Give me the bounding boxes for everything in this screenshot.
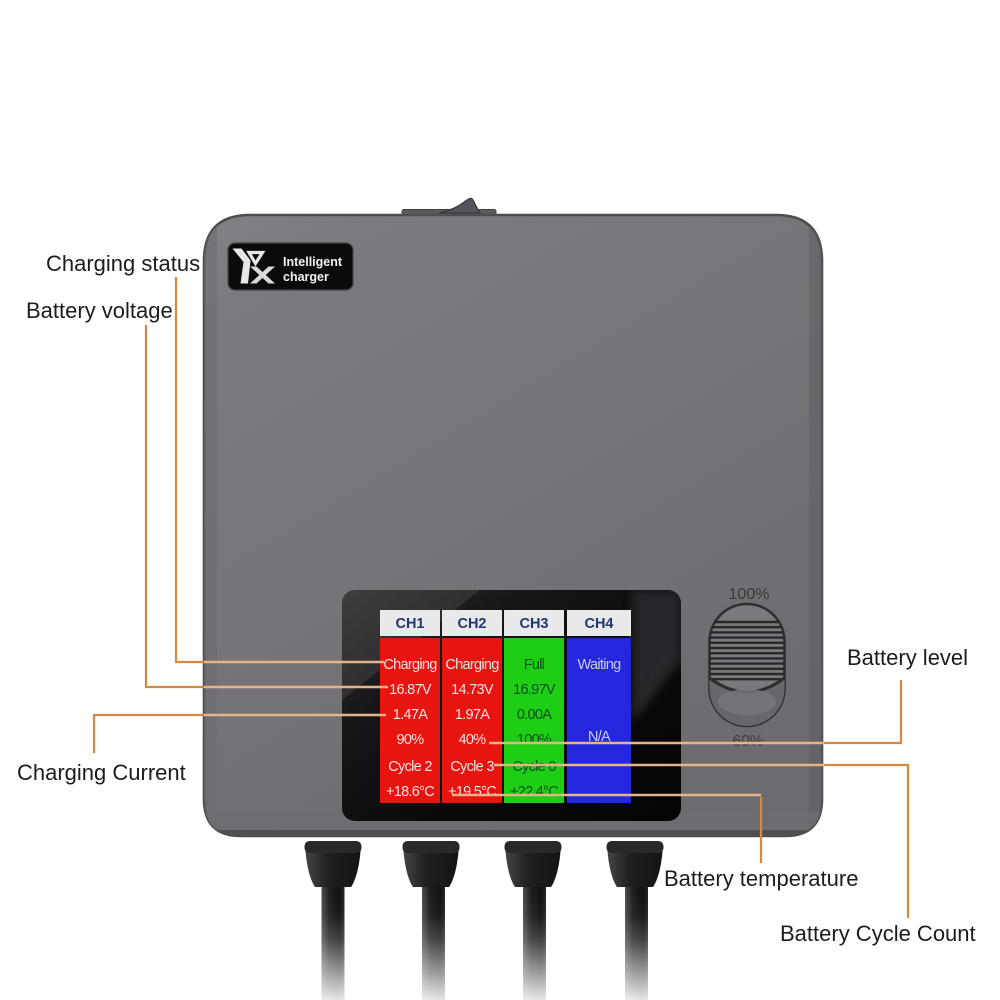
svg-text:0.00A: 0.00A <box>517 707 552 723</box>
svg-text:Charging status: Charging status <box>46 251 200 276</box>
svg-text:100%: 100% <box>729 586 770 603</box>
svg-text:+18.6°C: +18.6°C <box>386 784 434 800</box>
svg-text:Cycle 2: Cycle 2 <box>388 759 432 775</box>
svg-text:Cycle 3: Cycle 3 <box>450 759 494 775</box>
svg-text:Intelligent: Intelligent <box>283 255 343 269</box>
svg-text:+22.4°C: +22.4°C <box>510 784 558 800</box>
svg-text:Battery voltage: Battery voltage <box>26 298 173 323</box>
svg-text:Battery level: Battery level <box>847 645 968 670</box>
svg-text:charger: charger <box>283 270 329 284</box>
svg-text:40%: 40% <box>459 732 487 748</box>
svg-text:1.97A: 1.97A <box>455 707 490 723</box>
svg-text:16.97V: 16.97V <box>513 682 556 698</box>
svg-text:Full: Full <box>524 657 545 673</box>
svg-text:100%: 100% <box>517 732 552 748</box>
svg-text:CH4: CH4 <box>584 616 613 632</box>
svg-text:Battery Cycle Count: Battery Cycle Count <box>780 921 976 946</box>
svg-text:Cycle 0: Cycle 0 <box>512 759 556 775</box>
svg-text:CH3: CH3 <box>519 616 548 632</box>
svg-text:14.73V: 14.73V <box>451 682 494 698</box>
svg-text:Charging: Charging <box>445 657 499 673</box>
svg-text:Battery temperature: Battery temperature <box>664 866 858 891</box>
svg-text:60%: 60% <box>732 733 763 750</box>
svg-text:90%: 90% <box>397 732 425 748</box>
svg-text:Waiting: Waiting <box>578 657 622 673</box>
svg-text:Charging: Charging <box>383 657 437 673</box>
svg-text:CH2: CH2 <box>457 616 486 632</box>
svg-text:+19.5°C: +19.5°C <box>448 784 496 800</box>
svg-text:16.87V: 16.87V <box>389 682 432 698</box>
svg-text:1.47A: 1.47A <box>393 707 428 723</box>
svg-text:Charging Current: Charging Current <box>17 760 186 785</box>
svg-text:CH1: CH1 <box>395 616 424 632</box>
svg-text:N/A: N/A <box>588 729 611 745</box>
